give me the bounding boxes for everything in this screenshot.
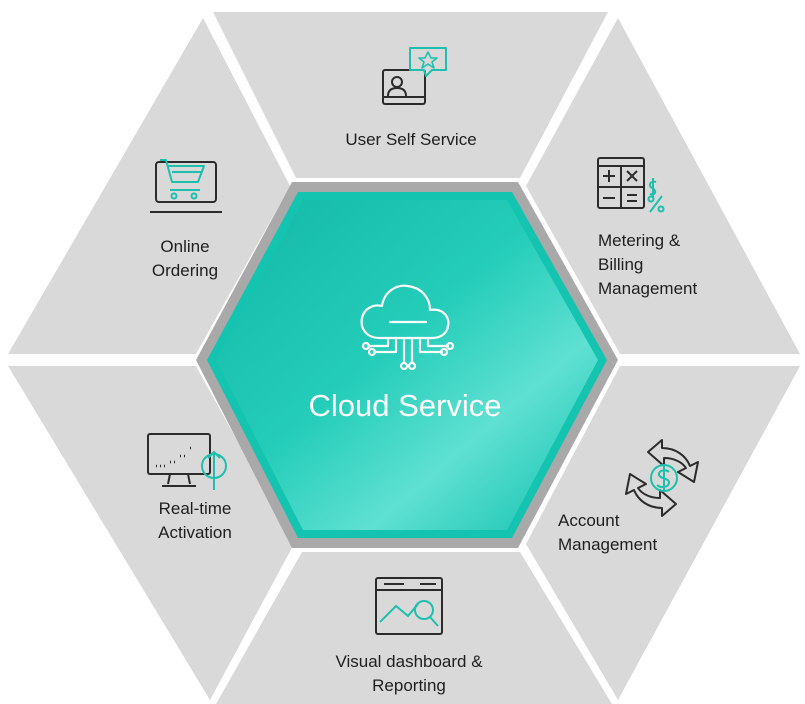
label-line: Online <box>160 237 210 256</box>
user-review-icon <box>382 47 447 105</box>
label-line: Ordering <box>151 261 219 280</box>
label-metering-billing: Metering & Billing Management <box>560 229 792 301</box>
label-online-ordering: Online Ordering <box>110 235 260 283</box>
label-realtime-activation: Real-time Activation <box>120 497 270 545</box>
label-line: Real-time <box>158 499 232 518</box>
account-exchange-icon <box>625 439 699 517</box>
cloud-network-icon <box>360 284 455 371</box>
monitor-activation-icon <box>147 433 227 490</box>
segment-bottom <box>216 552 612 704</box>
segment-top <box>213 12 608 178</box>
segment-upper-left <box>8 18 290 354</box>
label-user-self-service: User Self Service <box>300 128 522 152</box>
analytics-dashboard-icon <box>375 577 443 635</box>
label-line: User Self Service <box>345 130 477 149</box>
label-line: Billing <box>598 255 644 274</box>
segment-lower-right <box>526 366 800 700</box>
label-visual-dashboard: Visual dashboard & Reporting <box>280 650 538 698</box>
calculator-billing-icon <box>597 157 665 213</box>
label-account-management: Account Management <box>558 509 718 557</box>
segment-lower-left <box>8 366 294 700</box>
segment-upper-right <box>526 18 800 354</box>
shopping-cart-laptop-icon <box>150 159 222 213</box>
center-title: Cloud Service <box>308 388 502 423</box>
label-line: Management <box>598 279 698 298</box>
label-line: Account <box>558 511 620 530</box>
label-line: Visual dashboard & <box>335 652 483 671</box>
label-line: Activation <box>158 523 232 542</box>
label-line: Management <box>558 535 658 554</box>
label-line: Metering & <box>598 231 681 250</box>
label-line: Reporting <box>372 676 446 695</box>
